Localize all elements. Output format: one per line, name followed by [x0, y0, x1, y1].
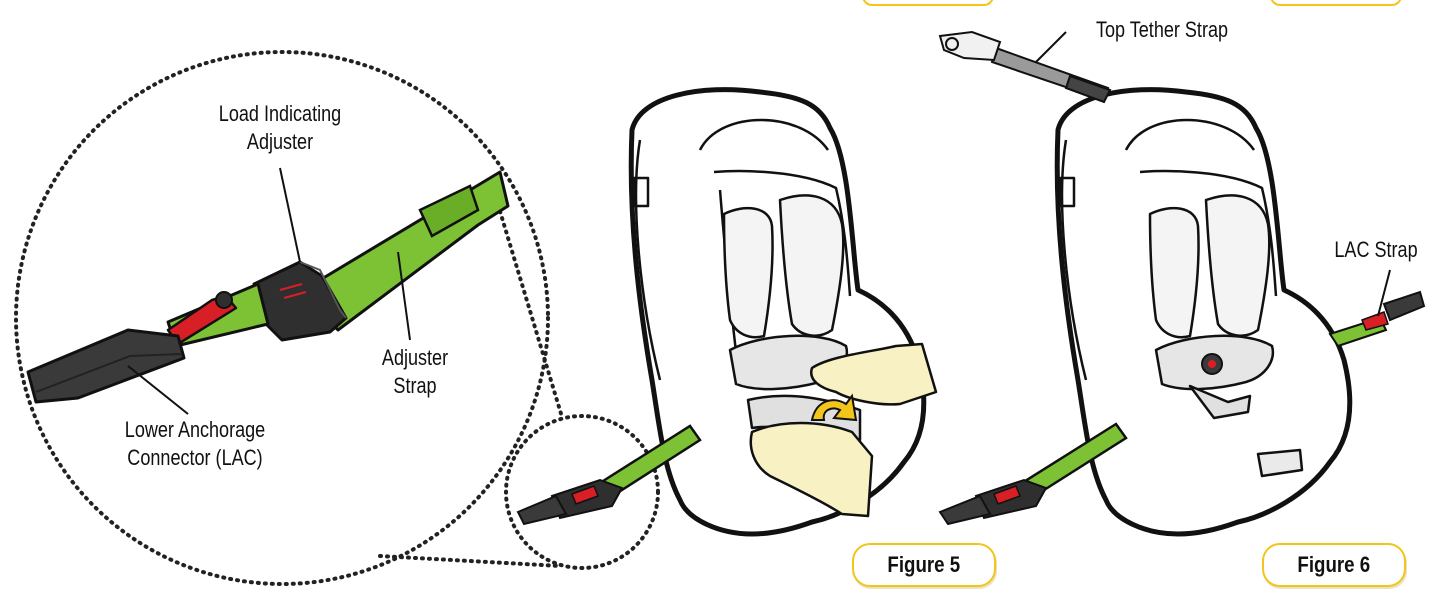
- zoom-line-bottom: [378, 554, 562, 568]
- leader-adjuster-strap: [397, 251, 411, 341]
- figure5-car-seat: [628, 87, 927, 537]
- top-callout-right: [1270, 0, 1402, 6]
- leader-lac: [127, 365, 189, 415]
- figure6-lac-strap-left: [938, 422, 1128, 526]
- figure6-caption-text: Figure 6: [1297, 552, 1371, 577]
- label-lac-strap: LAC Strap: [1334, 237, 1418, 262]
- zoom-source-circle: [504, 414, 660, 570]
- rotate-arrow-icon: [810, 393, 858, 422]
- top-callout-left: [862, 0, 994, 6]
- leader-lac-strap: [1377, 269, 1391, 317]
- figure6-lac-strap-right: [1328, 290, 1426, 348]
- label-lower-anchorage-connector: Lower Anchorage Connector (LAC): [124, 417, 266, 470]
- figure5-caption: Figure 5: [852, 543, 996, 587]
- figure5-hands: [749, 342, 938, 518]
- figure6-caption: Figure 6: [1262, 543, 1406, 587]
- figure5-caption-text: Figure 5: [887, 552, 961, 577]
- top-tether-strap: [938, 30, 1112, 104]
- leader-top-tether: [1035, 31, 1067, 63]
- label-top-tether-strap: Top Tether Strap: [1095, 17, 1229, 42]
- figure5-lac-strap: [516, 424, 702, 526]
- figure6-car-seat: [1054, 87, 1353, 537]
- label-adjuster-strap: Adjuster Strap: [381, 345, 449, 398]
- label-load-indicating-adjuster: Load Indicating Adjuster: [218, 101, 342, 154]
- zoomed-strap-assembly: [26, 170, 510, 404]
- magnifier-circle: [14, 50, 550, 586]
- leader-load-adjuster: [279, 167, 301, 263]
- zoom-line-top: [494, 196, 564, 419]
